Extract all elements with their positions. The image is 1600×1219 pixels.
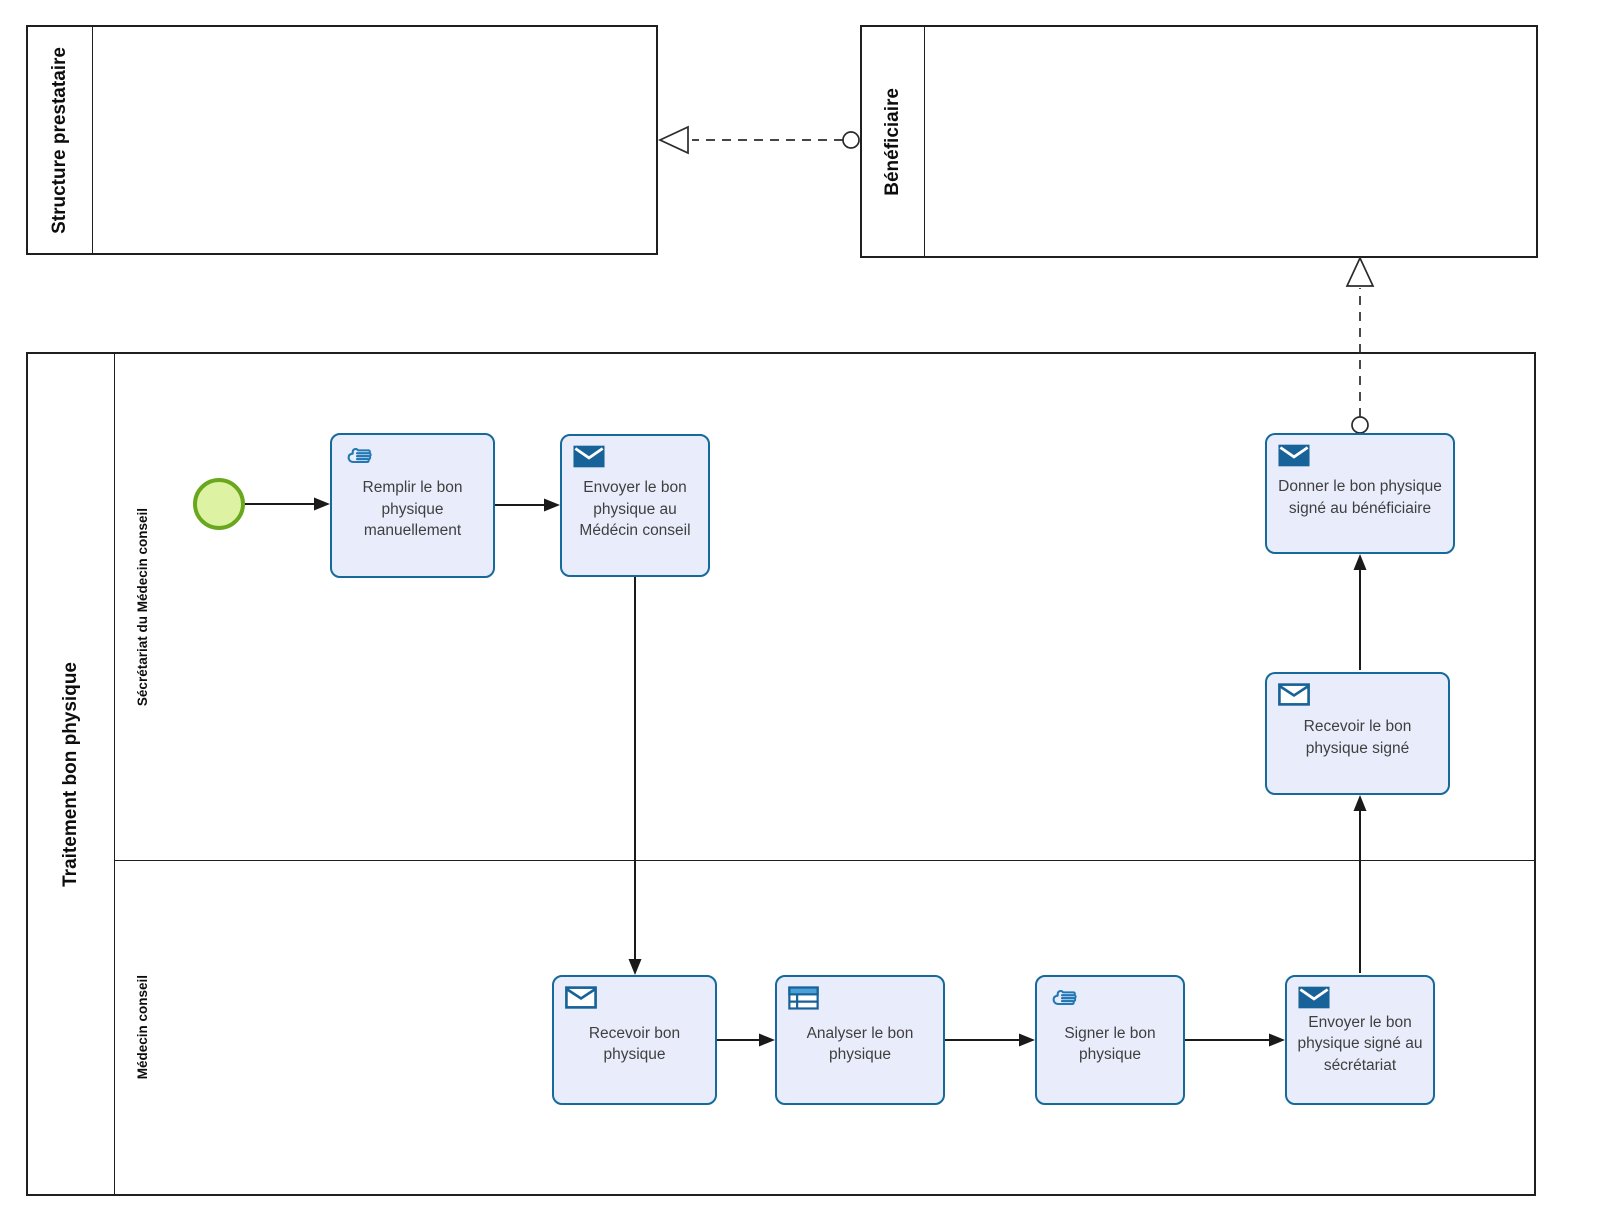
- task-envoyer-bon-physique-medecin[interactable]: Envoyer le bon physique au Médécin conse…: [560, 434, 710, 577]
- task-label: Analyser le bon physique: [806, 1024, 914, 1063]
- task-label: Remplir le bon physique manuellement: [362, 479, 463, 540]
- outlined-envelope-icon: [1278, 683, 1310, 706]
- pool-traitement-label: Traitement bon physique: [60, 661, 81, 887]
- lane-label-band: Médecin conseil: [115, 861, 169, 1194]
- task-label: Signer le bon physique: [1064, 1024, 1156, 1063]
- pool-beneficiaire[interactable]: Bénéficiaire: [860, 25, 1538, 258]
- pool-beneficiaire-label: Bénéficiaire: [882, 87, 903, 196]
- table-icon: [788, 986, 819, 1010]
- task-signer-bon-physique[interactable]: Signer le bon physique: [1035, 975, 1185, 1105]
- filled-envelope-icon: [573, 445, 605, 468]
- lane-medecin-conseil-label: Médecin conseil: [134, 975, 150, 1080]
- hand-icon: [1048, 986, 1079, 1010]
- lane-label-band: Sécrétariat du Médecin conseil: [115, 354, 169, 860]
- task-recevoir-bon-physique[interactable]: Recevoir bon physique: [552, 975, 717, 1105]
- lane-secretariat-label: Sécrétariat du Médecin conseil: [134, 507, 150, 707]
- outlined-envelope-icon: [565, 986, 597, 1009]
- task-label: Envoyer le bon physique au Médécin conse…: [579, 479, 691, 540]
- task-label: Envoyer le bon physique signé au sécréta…: [1297, 1013, 1423, 1074]
- task-recevoir-bon-physique-signe[interactable]: Recevoir le bon physique signé: [1265, 672, 1450, 795]
- task-analyser-bon-physique[interactable]: Analyser le bon physique: [775, 975, 945, 1105]
- pool-label-band: Bénéficiaire: [862, 27, 925, 256]
- task-remplir-bon-physique[interactable]: Remplir le bon physique manuellement: [330, 433, 495, 578]
- pool-label-band: Structure prestataire: [28, 27, 93, 253]
- pool-label-band: Traitement bon physique: [28, 354, 115, 1194]
- filled-envelope-icon: [1298, 986, 1330, 1009]
- task-label: Recevoir le bon physique signé: [1303, 718, 1412, 757]
- filled-envelope-icon: [1278, 444, 1310, 467]
- task-donner-bon-physique-signe[interactable]: Donner le bon physique signé au bénéfici…: [1265, 433, 1455, 554]
- start-event[interactable]: [193, 478, 245, 530]
- task-label: Donner le bon physique signé au bénéfici…: [1278, 478, 1442, 517]
- pool-structure-prestataire[interactable]: Structure prestataire: [26, 25, 658, 255]
- pool-beneficiaire-body: [925, 27, 1536, 256]
- pool-structure-prestataire-body: [93, 27, 656, 253]
- hand-icon: [343, 444, 374, 468]
- lane-medecin-conseil[interactable]: Médecin conseil: [115, 860, 1534, 1194]
- task-label: Recevoir bon physique: [588, 1024, 681, 1063]
- pool-structure-prestataire-label: Structure prestataire: [49, 46, 70, 234]
- task-envoyer-bon-physique-secretariat[interactable]: Envoyer le bon physique signé au sécréta…: [1285, 975, 1435, 1105]
